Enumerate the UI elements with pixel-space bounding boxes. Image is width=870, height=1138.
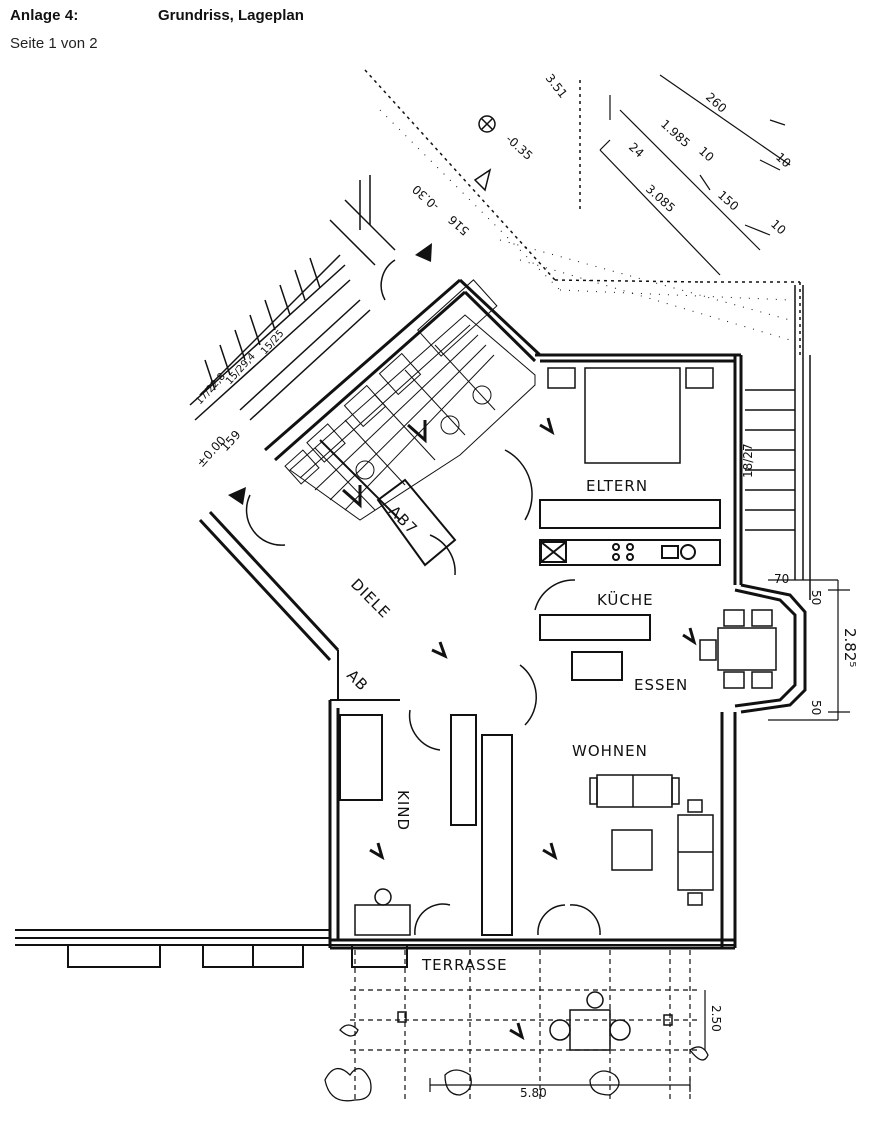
room-label-kind: KIND: [394, 790, 412, 831]
room-label-abstell: AB: [343, 666, 372, 695]
dim-label: -0.35: [503, 132, 535, 163]
stairwell: [189, 175, 396, 421]
dim-label: 3.51: [543, 71, 570, 101]
exterior-stairs: [745, 285, 811, 600]
attachment-label: Anlage 4:: [10, 7, 79, 24]
dim-label: ±0.00: [194, 433, 229, 470]
site-lines: [364, 69, 801, 355]
dim-label: 1.985: [658, 117, 693, 150]
outer-walls: [198, 278, 807, 950]
terrace-grid: [350, 950, 700, 1100]
dotted-hatch: [379, 109, 791, 341]
room-label-essen: ESSEN: [634, 676, 688, 694]
dim-label: 2.50: [709, 1005, 723, 1032]
room-label-kueche: KÜCHE: [597, 590, 654, 609]
dim-label: 2.82⁵: [841, 628, 859, 667]
bathroom-tiles: [284, 279, 536, 521]
dim-label: 50: [809, 700, 823, 715]
dim-label: 10: [773, 150, 794, 171]
level-marker: [473, 115, 496, 192]
dim-label: 10: [768, 217, 789, 238]
terrace-furniture: [397, 991, 673, 1051]
room-label-abstell-7: AB7: [385, 502, 421, 538]
room-direction-marks: [342, 417, 697, 1041]
room-label-diele: DIELE: [347, 575, 394, 622]
furniture: [354, 367, 777, 936]
dim-label: 516: [446, 212, 472, 238]
dim-label: 70: [774, 572, 789, 586]
site-boundary-wall: [15, 929, 735, 968]
dim-label: 24: [626, 140, 647, 161]
dim-label: 50: [809, 590, 823, 605]
entry-arrows: [228, 243, 432, 505]
dim-label: -0.30: [410, 182, 442, 213]
dimension-lines-top: [599, 74, 791, 276]
dim-label: 18/27: [741, 443, 755, 478]
document-title: Grundriss, Lageplan: [158, 7, 304, 24]
dim-label: 3.085: [643, 182, 678, 215]
room-label-wohnen: WOHNEN: [572, 742, 648, 760]
dimension-lines-right: [768, 579, 850, 721]
dim-label: 10: [696, 144, 717, 165]
shrubbery: [324, 1024, 709, 1102]
room-label-terrasse: TERRASSE: [421, 956, 508, 974]
dim-label: 260: [703, 90, 729, 116]
terrace-dimension: [429, 990, 706, 1092]
room-label-eltern: ELTERN: [586, 477, 648, 495]
page-indicator: Seite 1 von 2: [10, 35, 98, 52]
door-swings: [245, 259, 601, 936]
dim-label: 5.80: [520, 1086, 547, 1100]
